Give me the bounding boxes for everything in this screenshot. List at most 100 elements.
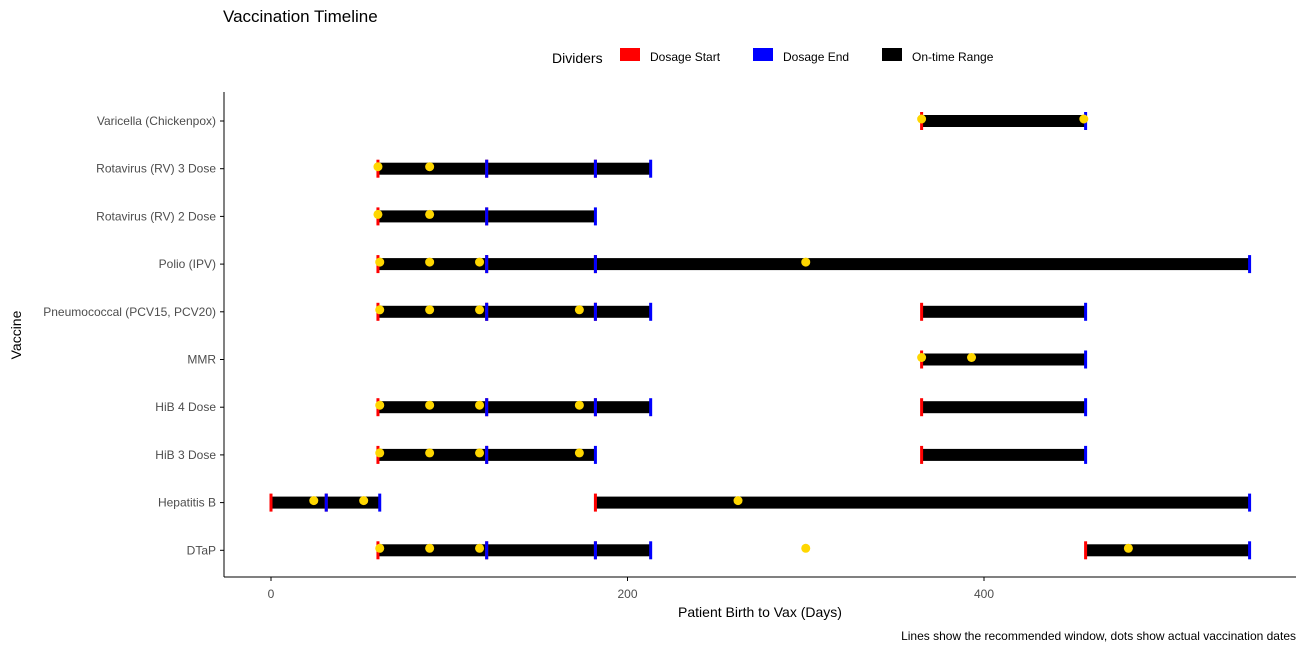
legend-key-2 xyxy=(882,48,902,61)
dosage-end-marker-4-0 xyxy=(485,302,489,321)
dosage-end-marker-1-2 xyxy=(649,159,653,178)
dosage-end-marker-6-3 xyxy=(1084,398,1088,417)
dosage-end-marker-6-0 xyxy=(485,398,489,417)
range-bar-1-2 xyxy=(595,162,651,175)
y-tick-label-9: DTaP xyxy=(187,543,216,557)
dosage-end-marker-8-0 xyxy=(324,493,328,512)
range-bar-9-3 xyxy=(1085,544,1250,557)
legend-label-1: Dosage End xyxy=(783,50,849,64)
legend-key-0 xyxy=(620,48,640,61)
y-tick-label-1: Rotavirus (RV) 3 Dose xyxy=(96,162,216,176)
vaccination-dot-0-1 xyxy=(1079,114,1089,124)
dosage-end-marker-3-1 xyxy=(593,255,597,274)
vaccination-dot-4-1 xyxy=(425,305,435,315)
vaccination-dot-4-3 xyxy=(574,305,584,315)
dosage-end-marker-2-0 xyxy=(485,207,489,226)
vaccination-dot-4-0 xyxy=(375,305,385,315)
dosage-end-marker-4-1 xyxy=(593,302,597,321)
vaccination-dot-3-3 xyxy=(801,257,811,267)
dosage-start-marker-7-2 xyxy=(920,445,924,464)
y-tick-label-5: MMR xyxy=(187,353,216,367)
vaccination-dot-7-2 xyxy=(475,448,485,458)
dosage-end-marker-3-2 xyxy=(1248,255,1252,274)
vaccination-dot-9-0 xyxy=(375,543,385,553)
range-bar-6-1 xyxy=(486,401,596,414)
range-bar-0-0 xyxy=(921,115,1086,127)
x-tick-label-400: 400 xyxy=(974,587,994,601)
range-bar-2-1 xyxy=(486,210,596,223)
vaccination-dot-4-2 xyxy=(475,305,485,315)
dosage-start-marker-4-3 xyxy=(920,302,924,321)
range-bar-1-1 xyxy=(486,162,596,175)
dosage-end-marker-7-0 xyxy=(485,445,489,464)
range-bar-9-1 xyxy=(486,544,596,557)
dosage-end-marker-8-1 xyxy=(378,493,382,512)
vaccination-dot-1-0 xyxy=(373,162,383,172)
y-tick-label-8: Hepatitis B xyxy=(158,496,216,510)
vaccination-dot-3-0 xyxy=(375,257,385,267)
range-bar-7-1 xyxy=(486,448,596,461)
vaccination-dot-6-2 xyxy=(475,400,485,410)
legend-key-1 xyxy=(753,48,773,61)
dosage-end-marker-4-3 xyxy=(1084,302,1088,321)
legend-label-0: Dosage Start xyxy=(650,50,721,64)
y-tick-label-7: HiB 3 Dose xyxy=(155,448,216,462)
vaccination-dot-5-1 xyxy=(967,353,977,362)
vaccination-dot-2-1 xyxy=(425,209,435,219)
range-bar-8-0 xyxy=(271,496,327,509)
dosage-end-marker-4-2 xyxy=(649,302,653,321)
dosage-end-marker-6-2 xyxy=(649,398,653,417)
dosage-end-marker-1-1 xyxy=(593,159,597,178)
dosage-start-marker-9-3 xyxy=(1084,541,1088,560)
dosage-end-marker-5-0 xyxy=(1084,350,1088,369)
vaccination-dot-9-1 xyxy=(425,543,435,553)
chart-title: Vaccination Timeline xyxy=(223,7,378,26)
y-tick-label-3: Polio (IPV) xyxy=(159,257,216,271)
vaccination-dot-8-0 xyxy=(309,496,319,506)
vaccination-dot-6-0 xyxy=(375,400,385,410)
range-bar-4-1 xyxy=(486,305,596,318)
range-bar-6-2 xyxy=(595,401,651,414)
y-tick-label-2: Rotavirus (RV) 2 Dose xyxy=(96,209,216,223)
vaccination-dot-9-2 xyxy=(475,543,485,553)
range-bar-4-3 xyxy=(921,305,1086,318)
range-bar-4-2 xyxy=(595,305,651,318)
range-bar-6-3 xyxy=(921,401,1086,414)
legend-label-2: On-time Range xyxy=(912,50,994,64)
vaccination-dot-1-1 xyxy=(425,162,435,172)
dosage-end-marker-9-2 xyxy=(649,541,653,560)
vaccination-dot-2-0 xyxy=(373,209,383,219)
legend: Dividers Dosage Start Dosage End On-time R… xyxy=(552,48,994,66)
dosage-end-marker-9-1 xyxy=(593,541,597,560)
dosage-start-marker-6-3 xyxy=(920,398,924,417)
x-tick-label-200: 200 xyxy=(617,587,637,601)
dosage-end-marker-8-2 xyxy=(1248,493,1252,512)
legend-title: Dividers xyxy=(552,50,603,66)
range-bar-3-2 xyxy=(595,258,1250,271)
y-tick-label-4: Pneumococcal (PCV15, PCV20) xyxy=(43,305,216,319)
vaccination-dot-0-0 xyxy=(917,114,927,124)
y-axis-title: Vaccine xyxy=(8,310,24,359)
vaccination-dot-6-1 xyxy=(425,400,435,410)
range-bar-9-2 xyxy=(595,544,651,557)
vaccination-dot-5-0 xyxy=(917,353,927,362)
vaccination-dot-3-2 xyxy=(475,257,485,267)
vaccination-dot-7-0 xyxy=(375,448,385,458)
range-bar-5-0 xyxy=(921,353,1086,366)
dosage-end-marker-9-0 xyxy=(485,541,489,560)
y-tick-label-6: HiB 4 Dose xyxy=(155,400,216,414)
range-bar-3-1 xyxy=(486,258,596,271)
dosage-end-marker-6-1 xyxy=(593,398,597,417)
x-axis-title: Patient Birth to Vax (Days) xyxy=(678,604,842,620)
vaccination-dot-9-4 xyxy=(1123,543,1133,553)
vaccination-dot-3-1 xyxy=(425,257,435,267)
dosage-end-marker-9-3 xyxy=(1248,541,1252,560)
dosage-end-marker-1-0 xyxy=(485,159,489,178)
y-tick-label-0: Varicella (Chickenpox) xyxy=(97,114,216,128)
dosage-end-marker-3-0 xyxy=(485,255,489,274)
vaccination-dot-8-2 xyxy=(733,496,743,506)
range-bar-7-2 xyxy=(921,448,1086,461)
dosage-end-marker-7-2 xyxy=(1084,445,1088,464)
